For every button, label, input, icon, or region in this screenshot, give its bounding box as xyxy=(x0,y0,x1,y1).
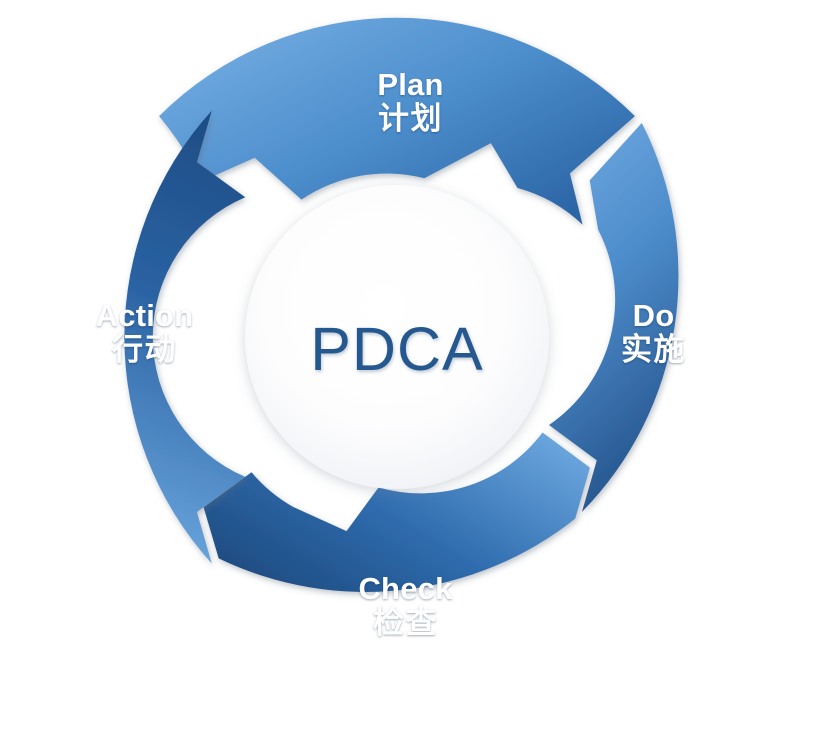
center-hub xyxy=(245,185,549,489)
segment-plan[interactable] xyxy=(159,17,635,225)
segment-do[interactable] xyxy=(549,123,679,512)
segment-action[interactable] xyxy=(124,110,246,564)
segment-check[interactable] xyxy=(203,432,590,592)
ring-segments xyxy=(124,17,679,592)
